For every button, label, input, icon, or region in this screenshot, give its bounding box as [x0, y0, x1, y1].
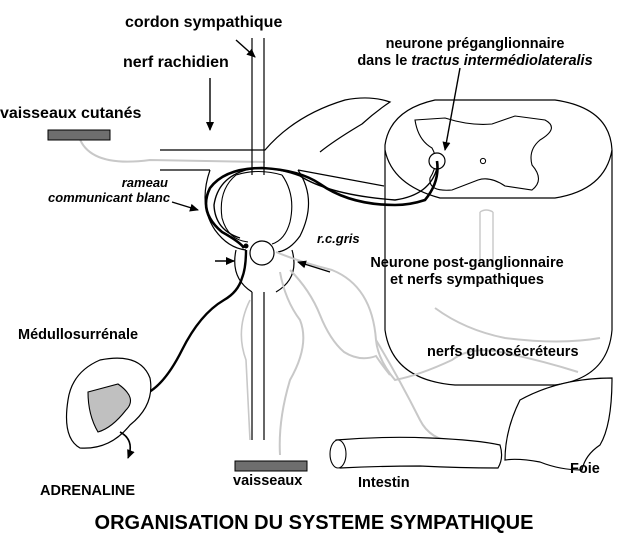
- label-nerf-rachidien: nerf rachidien: [123, 54, 229, 72]
- label-rc-gris: r.c.gris: [317, 232, 360, 247]
- neurone-pre-line2: dans le tractus intermédiolateralis: [322, 53, 628, 70]
- label-neurone-post: Neurone post-ganglionnaire et nerfs symp…: [338, 255, 596, 288]
- ganglion: [250, 241, 274, 265]
- label-cordon-sympathique: cordon sympathique: [125, 14, 282, 32]
- arrow-postganglionic: [298, 262, 330, 272]
- label-vaisseaux: vaisseaux: [233, 473, 302, 490]
- label-neurone-preganglionnaire: neurone préganglionnaire dans le tractus…: [322, 36, 628, 69]
- neurone-post-line2: et nerfs sympathiques: [338, 272, 596, 289]
- rameau-line2: communicant blanc: [48, 191, 168, 206]
- label-adrenaline: ADRENALINE: [40, 483, 135, 500]
- neurone-pre-line2-prefix: dans le: [357, 53, 411, 69]
- spinal-cord: [385, 100, 612, 385]
- arrow-adrenaline: [120, 432, 130, 458]
- vaisseaux-icon: [235, 461, 307, 471]
- foie-shape: [505, 378, 612, 470]
- vaisseaux-cutanes-icon: [48, 130, 110, 140]
- neurone-pre-line1: neurone préganglionnaire: [322, 36, 628, 53]
- label-foie: Foie: [570, 461, 600, 478]
- label-intestin: Intestin: [358, 475, 410, 492]
- sympathetic-chain: [205, 38, 308, 440]
- arrow-rameau: [172, 202, 198, 210]
- neurone-pre-line2-italic: tractus intermédiolateralis: [411, 53, 592, 69]
- diagram-title: ORGANISATION DU SYSTEME SYMPATHIQUE: [0, 512, 628, 535]
- label-rameau-communicant-blanc: rameau communicant blanc: [48, 176, 168, 206]
- rameau-line1: rameau: [48, 176, 168, 191]
- label-vaisseaux-cutanes: vaisseaux cutanés: [0, 105, 141, 123]
- label-medullosurrenale: Médullosurrénale: [18, 327, 138, 344]
- adrenal-gland: [67, 358, 151, 448]
- central-canal: [480, 158, 485, 163]
- neurone-post-line1: Neurone post-ganglionnaire: [338, 255, 596, 272]
- label-nerfs-glucosecreteurs: nerfs glucosécréteurs: [427, 344, 579, 361]
- intestin-shape: [330, 437, 502, 468]
